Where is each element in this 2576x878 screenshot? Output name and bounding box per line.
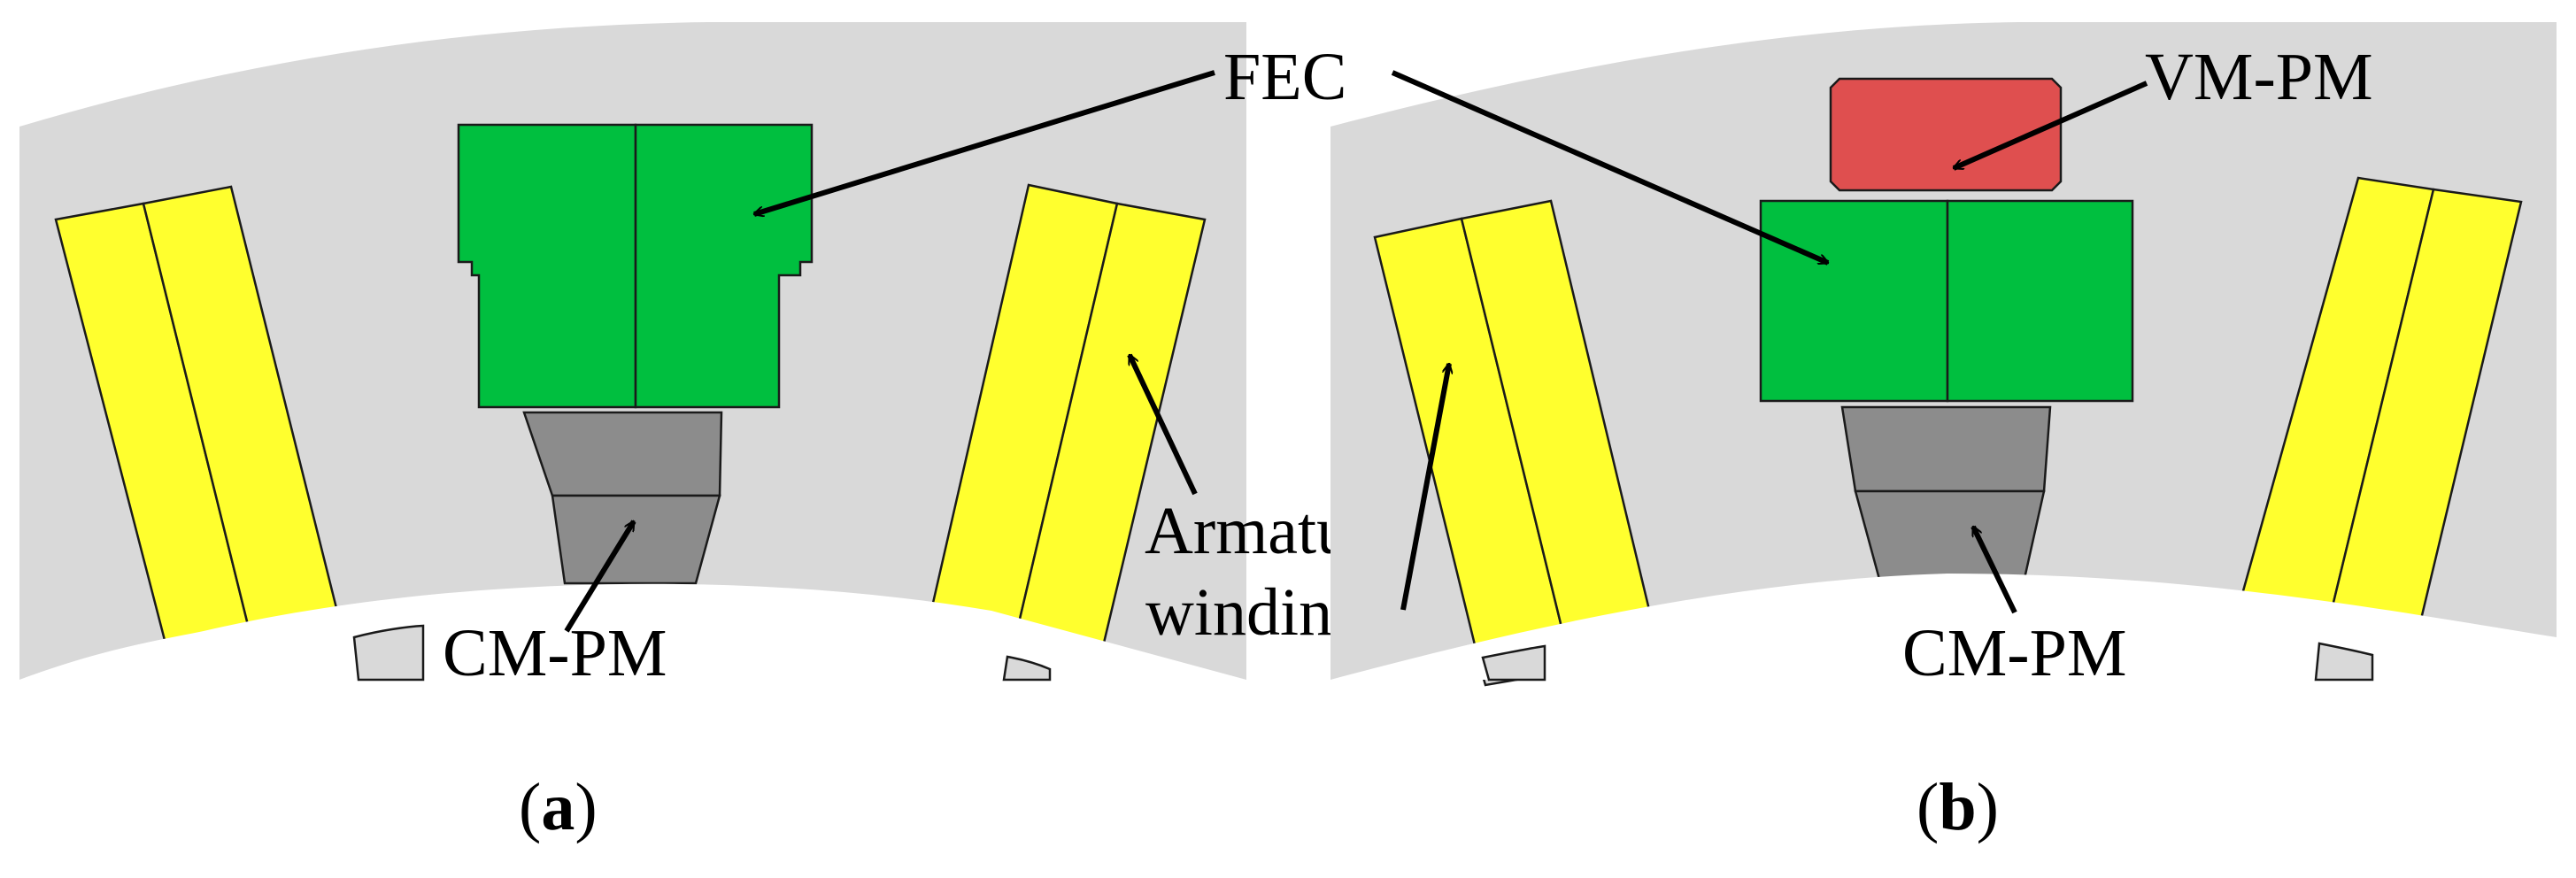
panel-a-caption-open: ( (519, 770, 541, 844)
panel-a-rotor-airgap (19, 583, 1246, 680)
panel-a-cm-pm-label: CM-PM (443, 616, 667, 690)
cm-pm-lower-half (1854, 489, 2046, 584)
panel-b-cm-pm (1840, 405, 2052, 584)
vm-pm-block (1829, 77, 2063, 192)
panel-a-fec (457, 123, 814, 409)
armature-arrow-right-winding (1127, 355, 1198, 496)
panel-b: VM-PM CM-PM (b) (1330, 22, 2557, 844)
panel-a-caption-letter: a (541, 770, 575, 844)
vm-pm-arrow (1954, 81, 2148, 171)
armature-arrow-left-winding (1400, 364, 1449, 611)
panel-b-cm-pm-arrow (1971, 527, 2017, 614)
cm-pm-upper-half (522, 411, 723, 497)
fec-arrow-panel-b (1391, 70, 1828, 266)
panel-a-rotor-pole-right (1002, 655, 1052, 682)
panel-a-cm-pm-arrow (564, 521, 636, 633)
cm-pm-upper-half (1840, 405, 2052, 493)
panel-b-caption: (b) (1917, 770, 1999, 844)
vm-pm-label: VM-PM (2145, 40, 2373, 114)
fec-arrow-panel-a (754, 70, 1215, 214)
cm-pm-lower-half (551, 494, 721, 585)
panel-b-rotor-pole-left (1481, 644, 1546, 682)
panel-b-caption-open: ( (1917, 770, 1939, 844)
fec-body-right (634, 123, 814, 409)
fec-body-left (457, 123, 637, 409)
fec-body-left (1759, 199, 1949, 403)
panel-b-caption-close: ) (1977, 770, 1999, 844)
panel-a-cm-pm (522, 411, 723, 585)
panel-a-caption-close: ) (575, 770, 597, 844)
fec-body-right (1946, 199, 2134, 403)
panel-a-caption: (a) (519, 770, 598, 844)
panel-b-cm-pm-label: CM-PM (1902, 616, 2126, 690)
panel-b-rotor-pole-right (2314, 642, 2374, 682)
panel-a-rotor-pole-left (352, 624, 425, 682)
panel-b-fec (1759, 199, 2134, 403)
fec-label: FEC (1223, 40, 1346, 114)
panel-b-caption-letter: b (1939, 770, 1976, 844)
panel-b-rotor-airgap (1330, 574, 2557, 680)
panel-a: FEC CM-PM Armature windings (a) (19, 22, 1402, 844)
